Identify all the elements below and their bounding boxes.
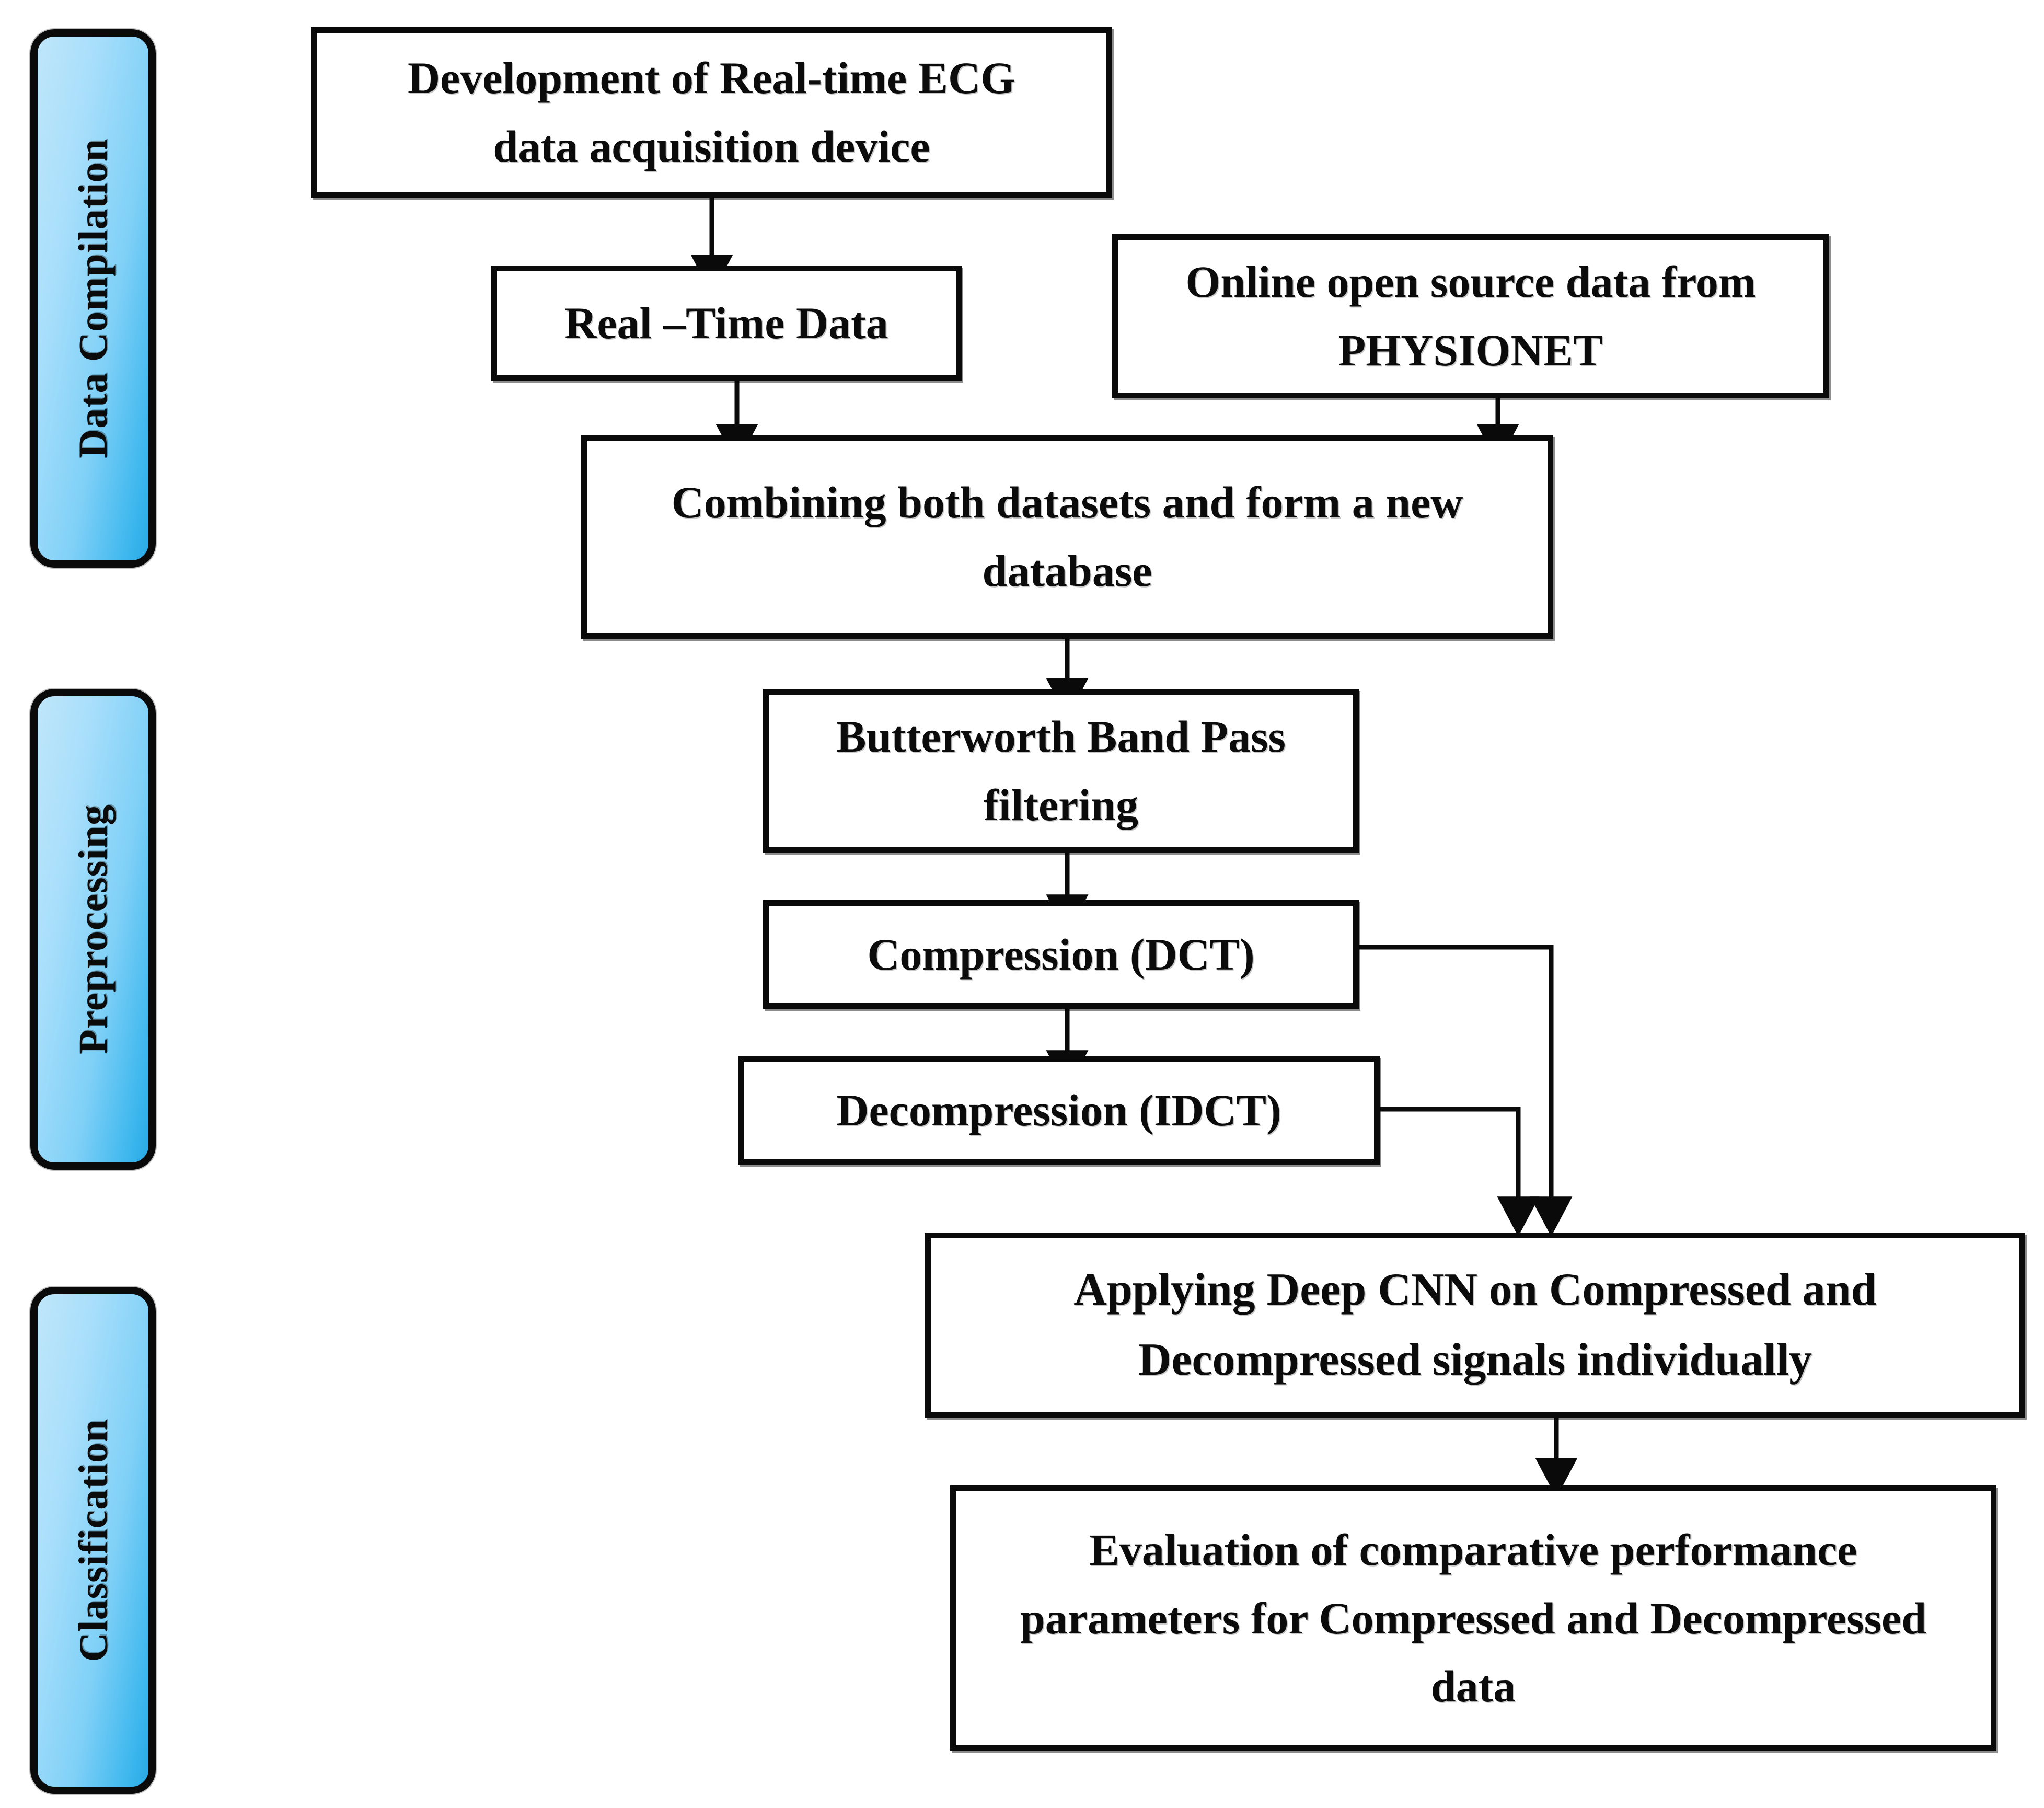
node-development-label: Development of Real-time ECG data acquis… [407, 53, 1016, 171]
node-evaluation-label: Evaluation of comparative performance pa… [1020, 1524, 1927, 1712]
node-butterworth[interactable]: Butterworth Band Pass filtering [763, 689, 1359, 853]
node-realtime-data[interactable]: Real –Time Data [491, 266, 962, 381]
node-butterworth-label: Butterworth Band Pass filtering [836, 711, 1286, 830]
node-combining[interactable]: Combining both datasets and form a new d… [581, 435, 1553, 639]
node-realtime-data-label: Real –Time Data [564, 297, 888, 348]
node-development[interactable]: Development of Real-time ECG data acquis… [311, 27, 1112, 198]
node-decompression-label: Decompression (IDCT) [836, 1085, 1281, 1135]
node-deep-cnn[interactable]: Applying Deep CNN on Compressed and Deco… [925, 1233, 2025, 1418]
node-compression-label: Compression (DCT) [867, 929, 1255, 980]
stage-bar-classification: Classification [30, 1287, 156, 1794]
node-physionet[interactable]: Online open source data from PHYSIONET [1112, 234, 1829, 398]
edge-compression-to-cnn [1358, 945, 1573, 1237]
stage-bar-preprocessing: Preprocessing [30, 689, 156, 1170]
node-physionet-label: Online open source data from PHYSIONET [1185, 257, 1756, 375]
node-decompression[interactable]: Decompression (IDCT) [738, 1056, 1380, 1165]
stage-label-data-compilation: Data Compilation [70, 139, 116, 458]
edge-decompression-to-cnn [1380, 1107, 1540, 1237]
node-combining-label: Combining both datasets and form a new d… [671, 477, 1463, 596]
stage-label-classification: Classification [70, 1419, 116, 1662]
node-compression[interactable]: Compression (DCT) [763, 900, 1359, 1009]
node-deep-cnn-label: Applying Deep CNN on Compressed and Deco… [1073, 1264, 1877, 1385]
node-evaluation[interactable]: Evaluation of comparative performance pa… [950, 1485, 1996, 1751]
stage-label-preprocessing: Preprocessing [70, 804, 116, 1055]
stage-bar-data-compilation: Data Compilation [30, 29, 156, 568]
